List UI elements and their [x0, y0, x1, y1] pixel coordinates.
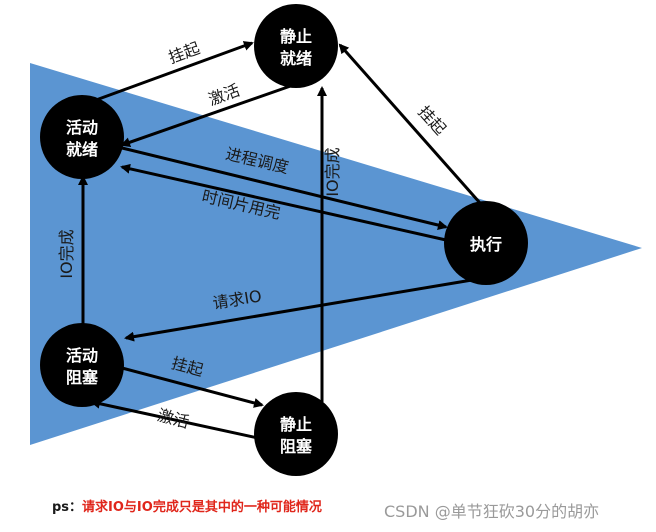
edge-suspend-blocked [121, 366, 264, 408]
node-active-blocked-line2: 阻塞 [66, 368, 99, 387]
footnote-text: 请求IO与IO完成只是其中的一种可能情况 [82, 500, 322, 515]
footnote: ps：请求IO与IO完成只是其中的一种可能情况 [52, 496, 322, 515]
node-active-blocked-line1: 活动 [66, 346, 98, 365]
node-static-ready-line2: 就绪 [280, 49, 312, 68]
node-running-label: 执行 [470, 235, 502, 254]
background-triangle [30, 63, 642, 445]
edge-activate-ready [120, 80, 303, 148]
node-running: 执行 [444, 201, 528, 285]
edge-suspend-running [338, 43, 482, 204]
label-io-done-active: IO完成 [57, 229, 76, 278]
node-active-ready-line2: 就绪 [66, 140, 98, 159]
label-activate-blocked: 激活 [156, 405, 192, 432]
node-static-blocked-line1: 静止 [280, 415, 312, 434]
node-static-blocked-line2: 阻塞 [280, 437, 313, 456]
node-static-ready: 静止 就绪 [254, 4, 338, 88]
node-static-ready-line1: 静止 [280, 27, 312, 46]
edge-suspend-ready [95, 41, 254, 102]
watermark: CSDN @单节狂砍30分的胡亦 [384, 502, 600, 521]
footnote-prefix: ps： [52, 500, 83, 515]
edge-time-slice [120, 163, 447, 242]
node-active-blocked: 活动 阻塞 [40, 323, 124, 407]
label-io-done-static: IO完成 [323, 147, 342, 196]
node-active-ready: 活动 就绪 [40, 95, 124, 179]
node-static-blocked: 静止 阻塞 [254, 392, 338, 476]
edge-schedule [121, 146, 448, 230]
node-active-ready-line1: 活动 [66, 118, 98, 137]
edge-request-io [124, 278, 473, 342]
edge-activate-blocked [90, 398, 259, 440]
